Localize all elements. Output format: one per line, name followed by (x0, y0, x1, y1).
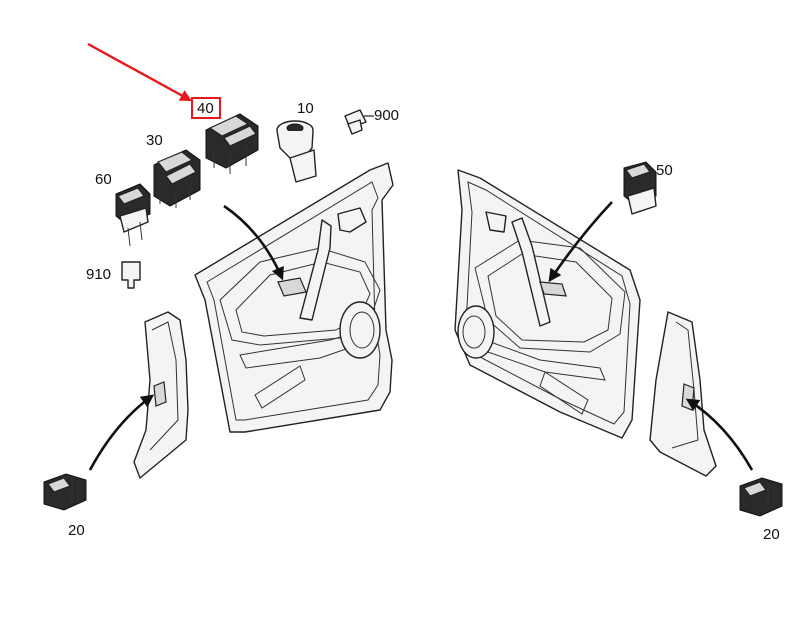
switch-20-right (739, 477, 783, 517)
switch-30 (153, 149, 201, 208)
label-part-900: 900 (374, 107, 400, 124)
part-910-connector (121, 261, 141, 289)
label-part-40: 40 (197, 100, 214, 117)
right-door-panel (454, 169, 641, 439)
label-part-30: 30 (146, 132, 163, 149)
label-part-20-right: 20 (763, 526, 780, 543)
label-part-60: 60 (95, 171, 112, 188)
label-part-20-left: 20 (68, 522, 85, 539)
left-pillar-trim (133, 311, 189, 479)
switch-50 (623, 161, 657, 215)
arrow-to-right-pillar (685, 398, 754, 471)
highlight-box-40 (191, 97, 221, 119)
label-part-10: 10 (297, 100, 314, 117)
arrow-to-left-pillar (88, 394, 155, 471)
highlight-pointer-arrow (87, 42, 193, 102)
right-pillar-trim (649, 311, 717, 477)
left-door-panel (194, 162, 394, 433)
arrow-to-left-door-switch (223, 204, 284, 281)
part-10-cigar-lighter (276, 120, 317, 183)
switch-60 (115, 183, 151, 247)
part-900-connector (344, 109, 374, 135)
switch-40 (205, 113, 259, 174)
switch-20-left (43, 473, 87, 511)
label-part-910: 910 (86, 266, 112, 283)
label-part-50: 50 (656, 162, 673, 179)
arrow-to-right-door-switch (548, 201, 613, 283)
